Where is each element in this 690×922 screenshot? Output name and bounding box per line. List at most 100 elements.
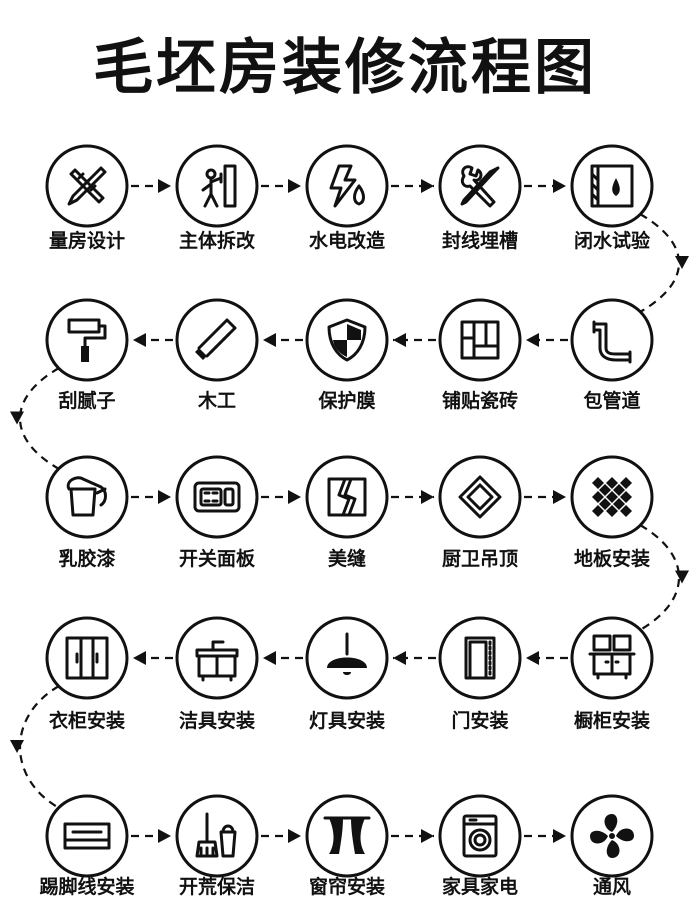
- step-node: [175, 144, 259, 228]
- page-title: 毛坯房装修流程图: [93, 33, 597, 103]
- arrow-head: [526, 333, 539, 347]
- saw-icon: [195, 318, 237, 360]
- step-label: 开荒保洁: [178, 876, 255, 898]
- step-circle: [175, 455, 259, 539]
- arrow-head: [421, 829, 434, 843]
- arrow-head: [288, 829, 301, 843]
- step-circle: [305, 794, 389, 878]
- step-label: 量房设计: [48, 230, 125, 252]
- step-node: [438, 144, 522, 228]
- step-node: [570, 616, 654, 700]
- arrow-head: [10, 411, 24, 425]
- step-circle: [175, 298, 259, 382]
- step-label: 主体拆改: [178, 230, 255, 252]
- arrow-head: [158, 829, 171, 843]
- step-node: [45, 298, 129, 382]
- arrow-head: [526, 651, 539, 665]
- step-node: [570, 298, 654, 382]
- step-node: [45, 616, 129, 700]
- ruler-pencil-icon: [67, 166, 107, 206]
- arrow-head: [421, 179, 434, 193]
- step-circle: [570, 144, 654, 228]
- step-label: 包管道: [583, 390, 641, 412]
- step-circle: [175, 144, 259, 228]
- arrow-head: [263, 333, 276, 347]
- arrow-head: [675, 570, 689, 584]
- tile-icon: [460, 320, 500, 360]
- arrow-head: [393, 333, 406, 347]
- arrow-head: [288, 490, 301, 504]
- step-node: [175, 455, 259, 539]
- arrow-head: [133, 333, 146, 347]
- step-circle: [45, 794, 129, 878]
- pipe-icon: [592, 320, 632, 364]
- step-label: 开关面板: [178, 548, 255, 570]
- step-circle: [45, 298, 129, 382]
- step-node: [45, 455, 129, 539]
- step-circle: [175, 794, 259, 878]
- arrow-head: [158, 179, 171, 193]
- step-label: 封线埋槽: [441, 230, 518, 252]
- arrow-head: [553, 490, 566, 504]
- wrench-screwdriver-icon: [460, 165, 500, 208]
- wardrobe-icon: [65, 636, 109, 680]
- step-label: 家具家电: [441, 876, 518, 898]
- pendant-lamp-icon: [327, 632, 367, 675]
- step-node: [438, 616, 522, 700]
- switch-panel-icon: [193, 481, 241, 513]
- step-circle: [438, 616, 522, 700]
- step-node: [45, 144, 129, 228]
- step-label: 保护膜: [318, 390, 376, 412]
- step-label: 木工: [197, 390, 236, 412]
- step-label: 厨卫吊顶: [441, 548, 518, 570]
- paint-roller-icon: [67, 318, 107, 362]
- dashed-curve-connector: [639, 213, 680, 313]
- arrow-head: [393, 651, 406, 665]
- dashed-curve-connector: [19, 367, 60, 470]
- step-node: [305, 298, 389, 382]
- step-node: [175, 616, 259, 700]
- step-label: 铺贴瓷砖: [441, 390, 518, 412]
- fan-icon: [590, 814, 634, 858]
- paint-bucket-icon: [66, 476, 107, 517]
- step-node: [175, 298, 259, 382]
- arrow-head: [288, 179, 301, 193]
- dashed-curve-connector: [18, 685, 60, 809]
- step-node: [305, 455, 389, 539]
- step-node: [570, 794, 654, 878]
- arrow-head: [133, 651, 146, 665]
- sink-vanity-icon: [195, 640, 239, 682]
- step-label: 衣柜安装: [48, 710, 125, 732]
- step-label: 窗帘安装: [308, 876, 385, 898]
- baseboard-icon: [63, 822, 111, 850]
- step-label: 通风: [592, 876, 631, 898]
- step-label: 刮腻子: [58, 390, 116, 412]
- step-circle: [438, 455, 522, 539]
- step-circle: [305, 144, 389, 228]
- step-node: [45, 794, 129, 878]
- tile-gap-icon: [327, 477, 367, 517]
- arrow-head: [263, 651, 276, 665]
- step-circle: [570, 298, 654, 382]
- step-node: [175, 794, 259, 878]
- dashed-curve-connector: [639, 524, 680, 631]
- floor-diamond-icon: [592, 477, 632, 517]
- step-node: [438, 794, 522, 878]
- step-node: [438, 455, 522, 539]
- arrow-head: [675, 256, 689, 269]
- step-label: 乳胶漆: [58, 548, 116, 570]
- step-label: 水电改造: [308, 230, 385, 252]
- step-node: [570, 144, 654, 228]
- shield-icon: [327, 318, 367, 362]
- arrow-head: [553, 179, 566, 193]
- step-node: [438, 298, 522, 382]
- step-node: [570, 455, 654, 539]
- waterproof-test-icon: [590, 164, 634, 208]
- step-circle: [45, 144, 129, 228]
- step-label: 地板安装: [573, 548, 650, 570]
- step-label: 门安装: [451, 710, 509, 732]
- broom-bucket-icon: [195, 812, 237, 858]
- water-electric-icon: [329, 164, 365, 208]
- arrow-head: [421, 490, 434, 504]
